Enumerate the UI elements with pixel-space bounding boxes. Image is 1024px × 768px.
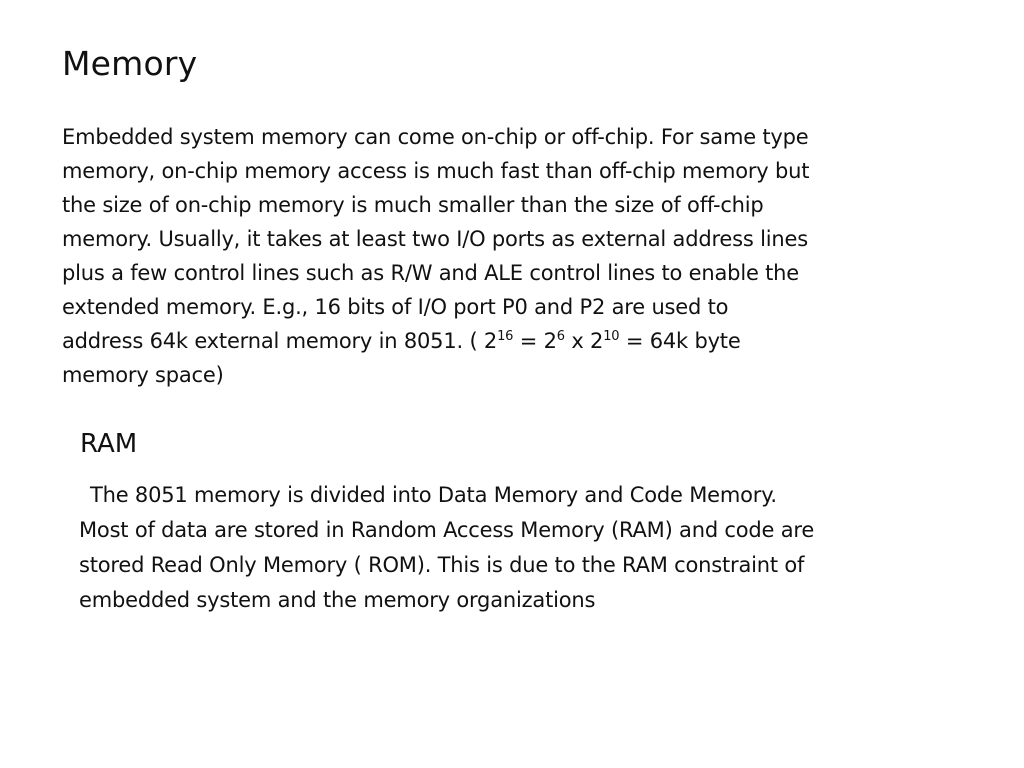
ram-heading: RAM: [80, 429, 138, 459]
memory-line-8: memory space): [62, 363, 224, 387]
exponent-10: 10: [603, 329, 620, 344]
formula-equals: = 2: [513, 329, 557, 353]
formula-prefix: address 64k external memory in 8051. ( 2: [62, 329, 498, 353]
ram-line-4: embedded system and the memory organizat…: [79, 588, 596, 612]
memory-line-1: Embedded system memory can come on-chip …: [62, 125, 809, 149]
ram-line-3: stored Read Only Memory ( ROM). This is …: [79, 553, 805, 577]
formula-times: x 2: [564, 329, 604, 353]
memory-line-3: the size of on-chip memory is much small…: [62, 193, 764, 217]
memory-line-5: plus a few control lines such as R/W and…: [62, 261, 800, 285]
memory-line-4: memory. Usually, it takes at least two I…: [62, 227, 808, 251]
exponent-16: 16: [497, 329, 514, 344]
memory-line-7: address 64k external memory in 8051. ( 2…: [62, 324, 902, 358]
ram-line-1: The 8051 memory is divided into Data Mem…: [90, 483, 777, 507]
ram-paragraph: The 8051 memory is divided into Data Mem…: [79, 478, 929, 618]
slide-title: Memory: [62, 44, 198, 83]
memory-line-6: extended memory. E.g., 16 bits of I/O po…: [62, 295, 729, 319]
formula-suffix: = 64k byte: [619, 329, 741, 353]
exponent-6: 6: [556, 329, 565, 344]
memory-paragraph: Embedded system memory can come on-chip …: [62, 120, 902, 392]
memory-line-2: memory, on-chip memory access is much fa…: [62, 159, 810, 183]
ram-line-2: Most of data are stored in Random Access…: [79, 518, 815, 542]
